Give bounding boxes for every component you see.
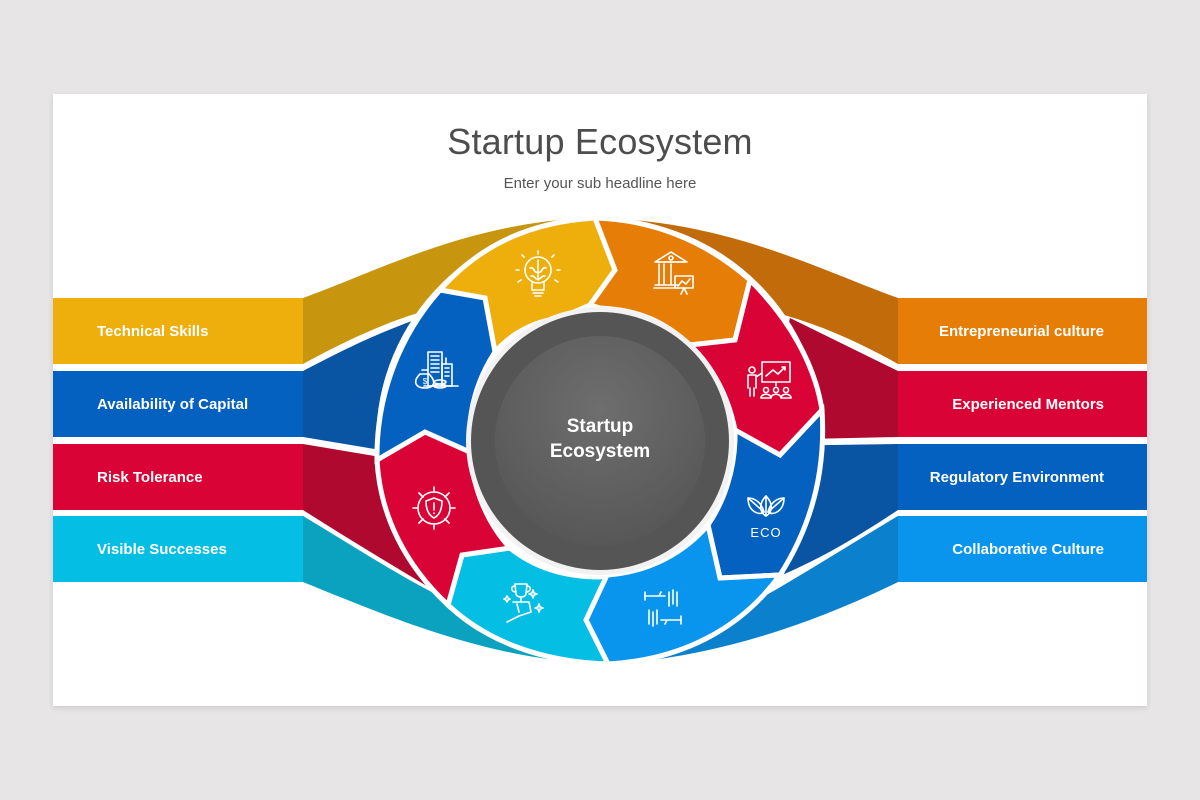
- label-risk-tolerance: Risk Tolerance: [97, 469, 203, 486]
- eco-leaves-icon: [747, 495, 785, 517]
- gear-shield-warning-icon: [412, 486, 456, 530]
- band-experienced-mentors: [898, 371, 1147, 437]
- mentor-presentation-icon: [747, 361, 792, 399]
- band-entrepreneurial-culture: [898, 298, 1147, 364]
- page-subtitle: Enter your sub headline here: [503, 175, 697, 192]
- band-regulatory-environment: [898, 444, 1147, 510]
- bank-presentation-icon: [653, 251, 694, 295]
- label-entrepreneurial-culture: Entrepreneurial culture: [938, 323, 1104, 340]
- label-regulatory-environment: Regulatory Environment: [929, 469, 1104, 486]
- band-collaborative-culture: [898, 516, 1147, 582]
- label-collaborative-culture: Collaborative Culture: [952, 541, 1104, 558]
- label-technical-skills: Technical Skills: [97, 323, 209, 340]
- center-circle-inner: [495, 336, 705, 546]
- svg-text:$: $: [423, 377, 428, 386]
- label-visible-successes: Visible Successes: [97, 541, 227, 558]
- trophy-hand-icon: [503, 583, 544, 623]
- center-label: Startup Ecosystem: [500, 414, 700, 464]
- joined-hands-icon: [644, 589, 682, 627]
- connector-visible-successes: [303, 516, 605, 664]
- brain-lightbulb-icon: [515, 250, 561, 297]
- label-experienced-mentors: Experienced Mentors: [952, 396, 1104, 413]
- center-label-line1: Startup: [566, 416, 634, 437]
- eco-icon-label: ECO: [750, 525, 782, 540]
- center-label-line2: Ecosystem: [549, 441, 651, 462]
- band-availability-of-capital: [53, 371, 303, 437]
- page-title: Startup Ecosystem: [447, 121, 753, 162]
- band-visible-successes: [53, 516, 303, 582]
- band-technical-skills: [53, 298, 303, 364]
- money-bag-buildings-icon: $: [414, 351, 459, 389]
- label-availability-of-capital: Availability of Capital: [97, 396, 249, 413]
- band-risk-tolerance: [53, 444, 303, 510]
- connector-collaborative-culture: [605, 516, 898, 664]
